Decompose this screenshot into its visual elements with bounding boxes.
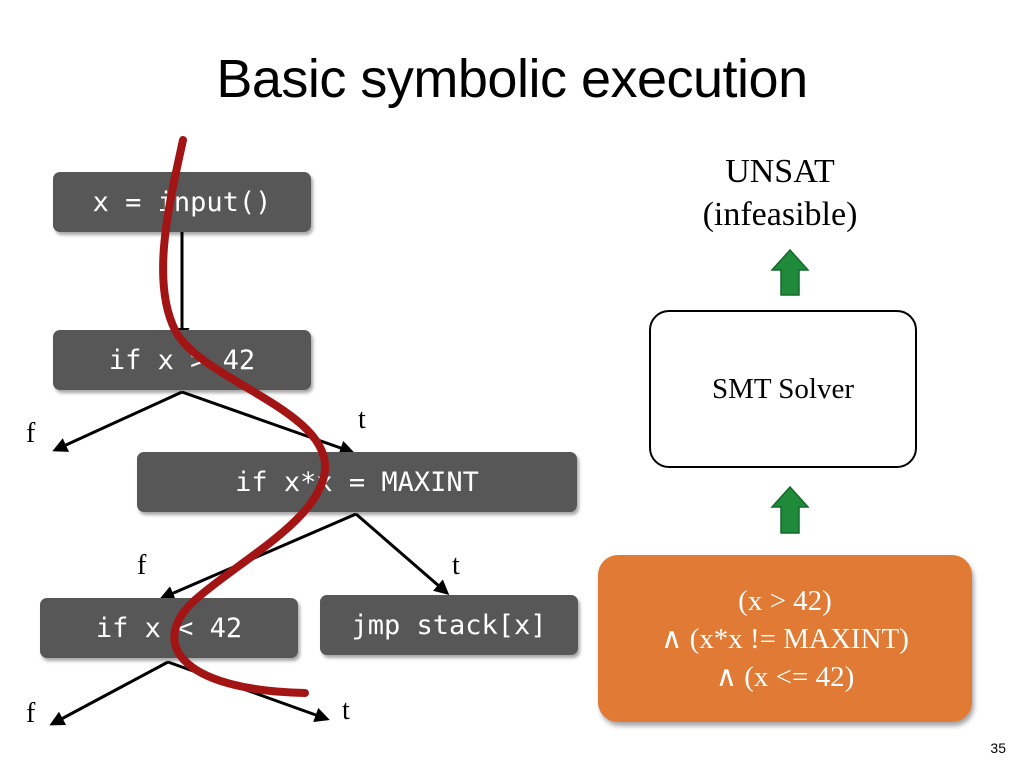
edge-branch2-true [355, 512, 450, 595]
edge-branch3-false [49, 660, 169, 726]
node-assign-code: x = input() [92, 186, 272, 218]
node-branch1: if x > 42 [53, 330, 311, 390]
solver-result-line1: UNSAT [725, 153, 835, 190]
node-branch3: if x < 42 [40, 598, 298, 658]
node-branch1-code: if x > 42 [108, 344, 256, 376]
node-jump: jmp stack[x] [320, 595, 578, 655]
smt-solver-label: SMT Solver [711, 372, 855, 405]
path-constraints-box: (x > 42) ∧ (x*x != MAXINT) ∧ (x <= 42) [598, 555, 972, 722]
node-branch3-code: if x < 42 [95, 612, 243, 644]
solver-result-line2: (infeasible) [702, 196, 858, 233]
edge-branch1-false [52, 390, 183, 452]
constraint-line: ∧ (x*x != MAXINT) [661, 622, 909, 655]
node-jump-code: jmp stack[x] [351, 609, 547, 641]
node-branch2-code: if x*x = MAXINT [235, 466, 479, 498]
smt-solver-box: SMT Solver [649, 310, 917, 468]
label-branch3-false: f [26, 698, 36, 729]
page-number: 35 [990, 740, 1006, 756]
label-branch2-false: f [137, 550, 147, 581]
edge-branch1-true [181, 390, 355, 456]
label-branch1-false: f [26, 418, 36, 449]
node-assign: x = input() [53, 172, 311, 232]
label-branch2-true: t [452, 550, 460, 581]
node-branch2: if x*x = MAXINT [137, 452, 577, 512]
edge-branch3-true [167, 660, 330, 723]
slide-title: Basic symbolic execution [216, 49, 808, 109]
edge-branch2-false [159, 512, 357, 601]
solver-result: UNSAT (infeasible) [640, 150, 920, 236]
constraint-line: (x > 42) [738, 584, 832, 617]
constraint-line: ∧ (x <= 42) [715, 660, 855, 693]
label-branch3-true: t [342, 695, 350, 726]
label-branch1-true: t [358, 404, 366, 435]
